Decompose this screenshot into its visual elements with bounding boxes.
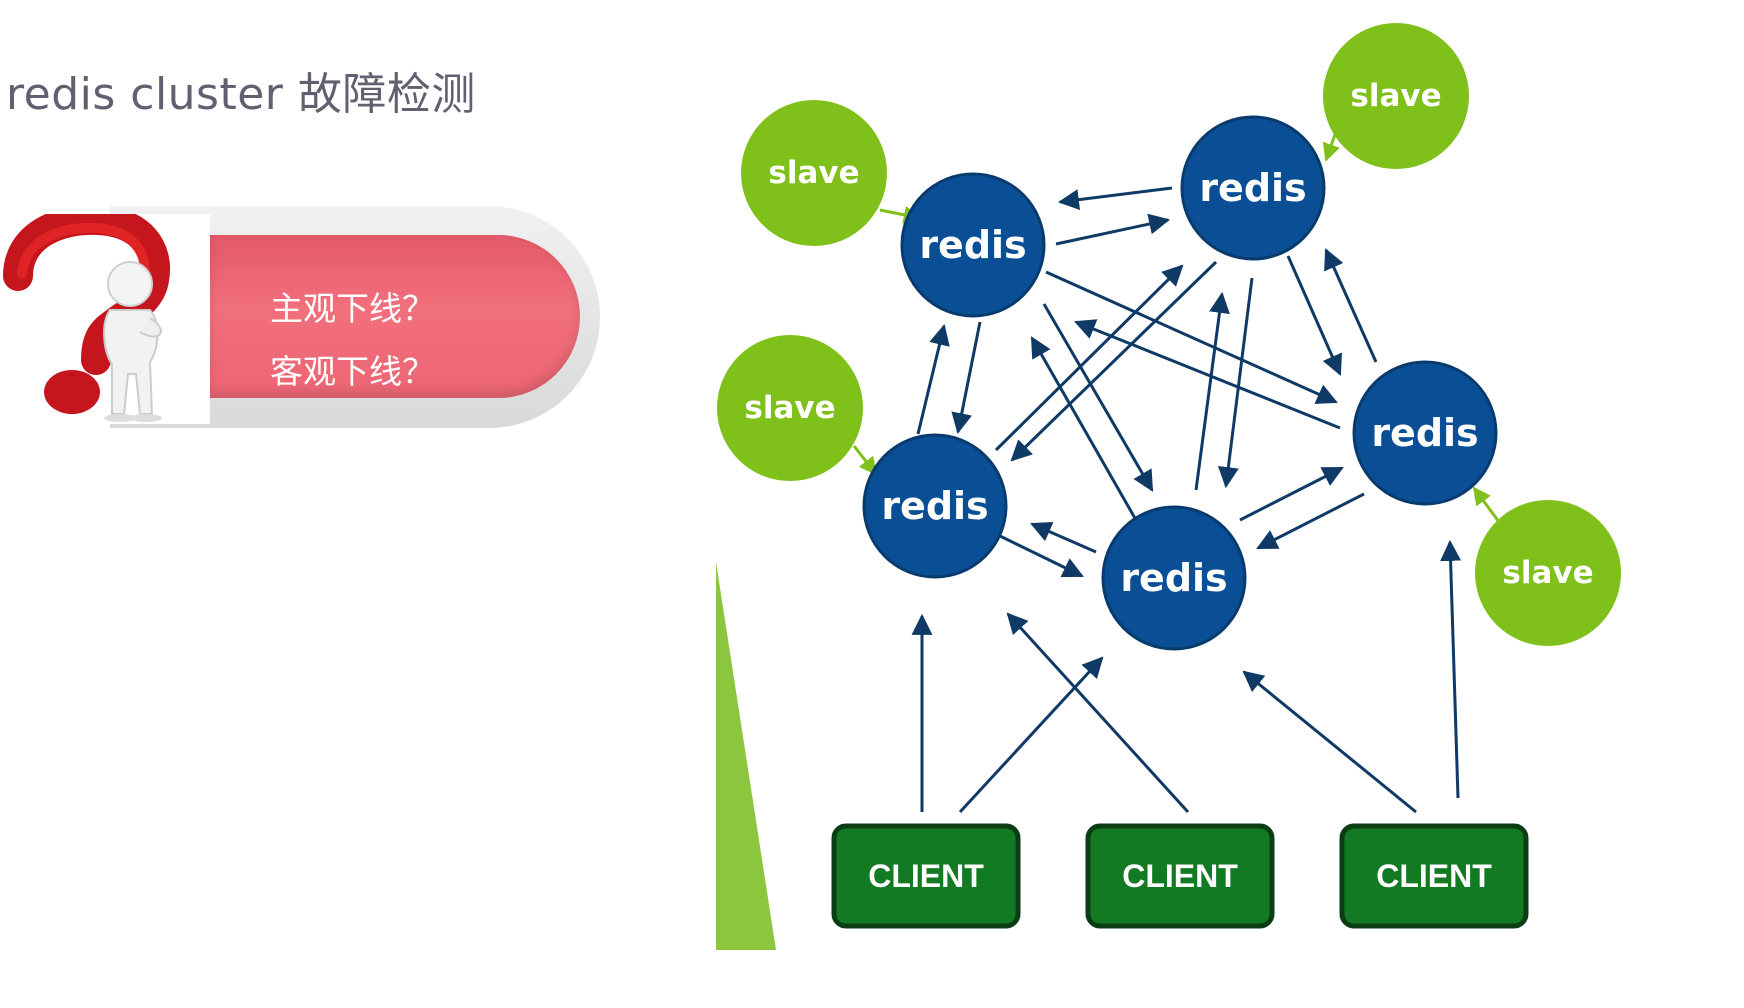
- client-box: CLIENT: [1339, 823, 1529, 929]
- subjective-offline-question: 主观下线？: [270, 289, 435, 328]
- redis-master-label: redis: [919, 223, 1026, 267]
- slave-node-label: slave: [768, 155, 859, 191]
- redis-master-node: redis: [1352, 360, 1498, 506]
- slave-node: slave: [741, 100, 887, 246]
- redis-master-label: redis: [1371, 411, 1478, 455]
- slide-title: redis cluster 故障检测: [6, 69, 476, 120]
- client-box: CLIENT: [831, 823, 1021, 929]
- master-link-arrows: [916, 186, 1378, 578]
- slave-node-label: slave: [1502, 555, 1593, 591]
- redis-master-label: redis: [1120, 556, 1227, 600]
- client-label: CLIENT: [1122, 858, 1238, 894]
- green-accent-shape: [716, 562, 776, 950]
- client-box: CLIENT: [1085, 823, 1275, 929]
- objective-offline-question: 客观下线？: [270, 352, 435, 391]
- client-label: CLIENT: [868, 858, 984, 894]
- redis-master-node: redis: [1101, 505, 1247, 651]
- redis-master-node: redis: [900, 172, 1046, 318]
- redis-master-node: redis: [862, 433, 1008, 579]
- redis-master-node: redis: [1180, 115, 1326, 261]
- slave-node: slave: [1475, 500, 1621, 646]
- redis-master-label: redis: [1199, 166, 1306, 210]
- redis-cluster-diagram: slave slave slave slave redis redis redi…: [716, 23, 1621, 950]
- callout-red-panel: [210, 235, 580, 398]
- slave-node-label: slave: [744, 390, 835, 426]
- slave-node: slave: [717, 335, 863, 481]
- slave-node-label: slave: [1350, 78, 1441, 114]
- client-label: CLIENT: [1376, 858, 1492, 894]
- client-link-arrows: [911, 539, 1462, 814]
- redis-master-label: redis: [881, 484, 988, 528]
- question-mark-thinking-figure-icon: [3, 214, 170, 422]
- slave-node: slave: [1323, 23, 1469, 169]
